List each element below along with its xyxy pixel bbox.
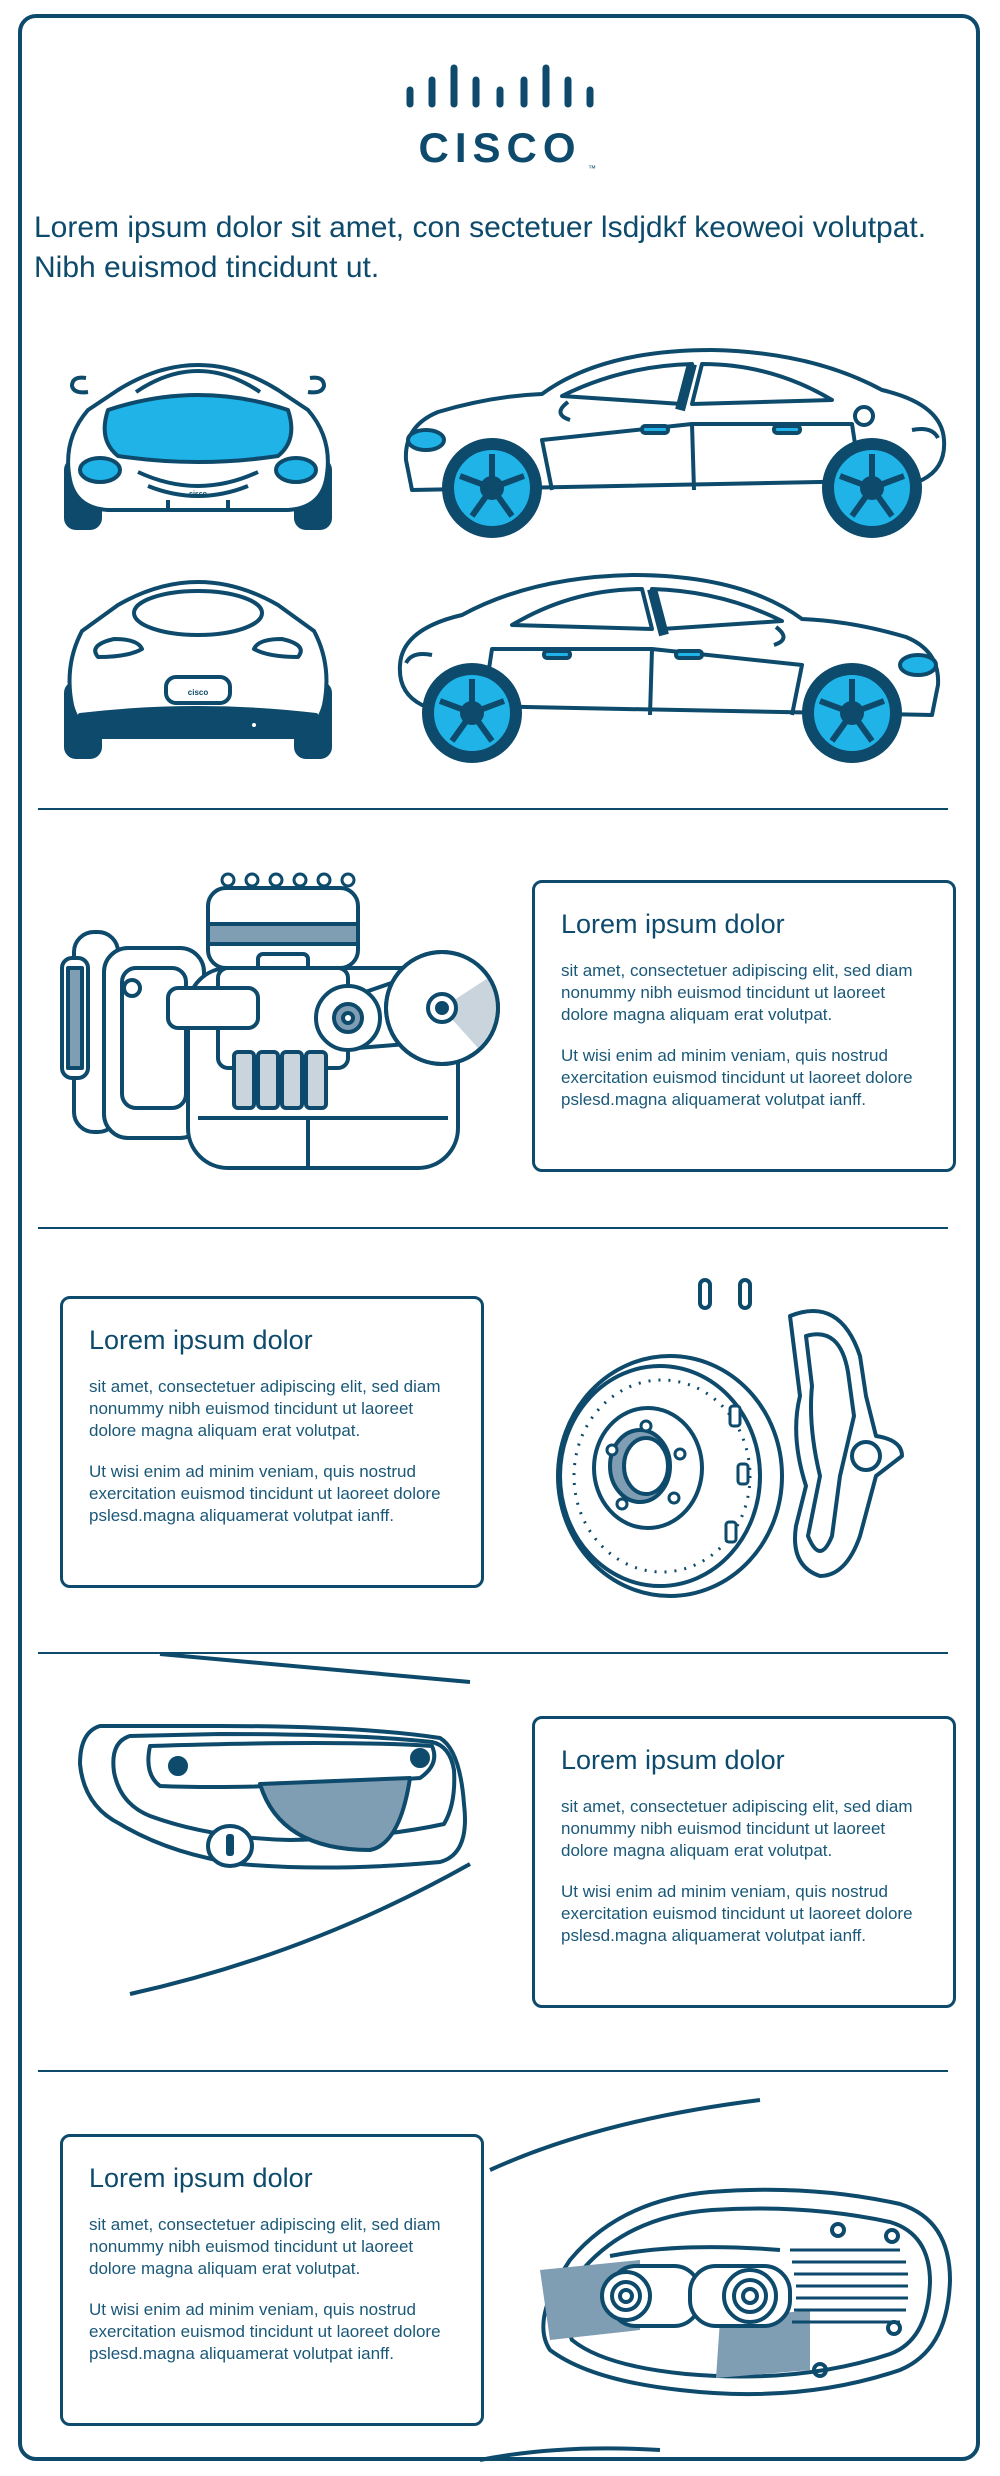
cisco-logo[interactable]: CISCO ™ xyxy=(398,64,602,184)
door-handle-illustration xyxy=(78,1652,471,1996)
rear-car-badge: cisco xyxy=(188,688,209,697)
info-card-brakes: Lorem ipsum dolor sit amet, consectetuer… xyxy=(60,1296,484,1588)
card-title: Lorem ipsum dolor xyxy=(561,909,785,939)
car-rear-view-illustration: cisco xyxy=(64,580,332,759)
card-paragraph-2: Ut wisi enim ad minim veniam, quis nostr… xyxy=(89,2300,441,2363)
card-paragraph-1: sit amet, consectetuer adipiscing elit, … xyxy=(89,2215,441,2278)
car-front-view-illustration: cisco xyxy=(64,363,332,530)
info-card-door-handle: Lorem ipsum dolor sit amet, consectetuer… xyxy=(532,1716,956,2008)
engine-illustration xyxy=(60,872,500,1170)
logo-wordmark: CISCO xyxy=(418,124,582,171)
card-paragraph-2: Ut wisi enim ad minim veniam, quis nostr… xyxy=(89,1462,441,1525)
section-divider xyxy=(38,1652,948,1654)
card-paragraph-1: sit amet, consectetuer adipiscing elit, … xyxy=(561,1797,913,1860)
car-side-view-illustration xyxy=(403,348,947,538)
headlight-illustration xyxy=(479,2098,952,2462)
card-title: Lorem ipsum dolor xyxy=(89,1325,313,1355)
car-badge: cisco xyxy=(189,491,207,498)
section-divider xyxy=(38,1227,948,1229)
cisco-bridge-icon xyxy=(406,64,594,108)
card-title: Lorem ipsum dolor xyxy=(89,2163,313,2193)
info-card-headlight: Lorem ipsum dolor sit amet, consectetuer… xyxy=(60,2134,484,2426)
section-divider xyxy=(38,2070,948,2072)
section-divider xyxy=(38,808,948,810)
card-title: Lorem ipsum dolor xyxy=(561,1745,785,1775)
trademark-symbol: ™ xyxy=(588,164,596,173)
brake-disc-illustration xyxy=(556,1278,904,1598)
car-side-view-mirrored-illustration xyxy=(397,573,941,763)
page-headline: Lorem ipsum dolor sit amet, con sectetue… xyxy=(34,211,927,284)
info-card-engine: Lorem ipsum dolor sit amet, consectetuer… xyxy=(532,880,956,1172)
card-paragraph-2: Ut wisi enim ad minim veniam, quis nostr… xyxy=(561,1882,913,1945)
card-paragraph-1: sit amet, consectetuer adipiscing elit, … xyxy=(89,1377,441,1440)
card-paragraph-1: sit amet, consectetuer adipiscing elit, … xyxy=(561,961,913,1024)
card-paragraph-2: Ut wisi enim ad minim veniam, quis nostr… xyxy=(561,1046,913,1109)
page-frame xyxy=(18,14,980,2461)
